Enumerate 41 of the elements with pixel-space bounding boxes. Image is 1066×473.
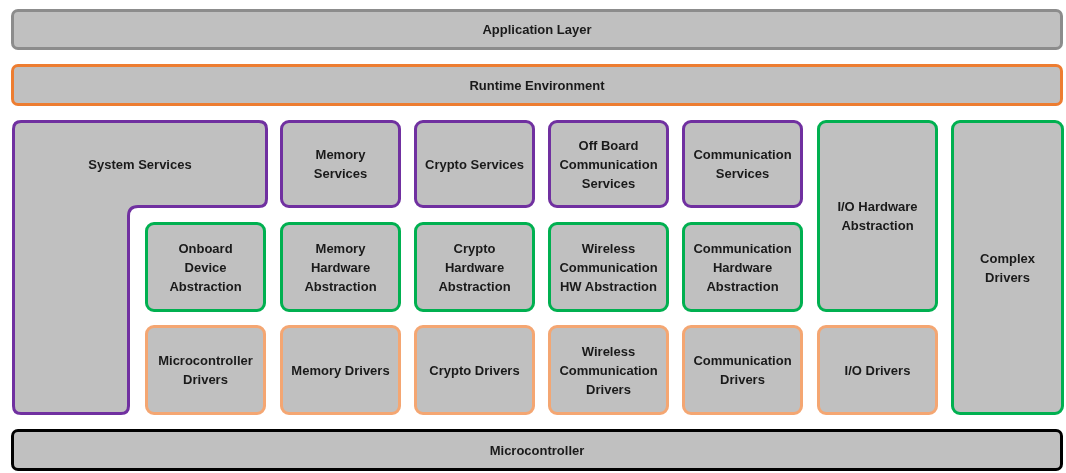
layer-box [682, 222, 803, 312]
layer-label: Crypto Services [425, 155, 524, 174]
layer-label: Wireless Communication HW Abstraction [559, 239, 658, 296]
layer-box [280, 222, 401, 312]
layer-box [280, 325, 401, 415]
layer-box [280, 120, 401, 208]
layer-label: Wireless Communication Drivers [559, 342, 658, 399]
layer-label: Microcontroller [489, 441, 585, 460]
layer-label: Off Board Communication Services [559, 136, 658, 193]
layer-box [145, 325, 266, 415]
layer-label: Crypto Drivers [429, 361, 520, 380]
layer-box [548, 222, 669, 312]
layer-label: Microcontroller Drivers [157, 352, 254, 389]
layer-label: Crypto Hardware Abstraction [437, 239, 512, 296]
layer-label: I/O Drivers [844, 361, 911, 380]
layer-label: Memory Hardware Abstraction [303, 239, 378, 296]
layer-label: System Services [88, 155, 192, 174]
layer-box [414, 120, 535, 208]
layer-box [817, 120, 938, 312]
layer-label: Onboard Device Abstraction [168, 239, 243, 296]
layer-bar [11, 64, 1063, 106]
layer-label: Communication Services [693, 146, 792, 183]
layer-label: Communication Drivers [693, 352, 792, 389]
layer-box [682, 120, 803, 208]
layer-box [414, 222, 535, 312]
layer-label: Runtime Environment [469, 76, 605, 95]
layer-box [414, 325, 535, 415]
layer-box [145, 222, 266, 312]
layer-label: Memory Services [312, 146, 369, 183]
layer-label: Memory Drivers [291, 361, 390, 380]
layer-box [548, 325, 669, 415]
layer-label: I/O Hardware Abstraction [836, 198, 919, 235]
layer-label: Communication Hardware Abstraction [693, 239, 792, 296]
layer-bar [11, 9, 1063, 50]
layer-box [548, 120, 669, 208]
layer-label: Application Layer [482, 21, 592, 39]
layer-box [951, 120, 1064, 415]
layer-label: Complex Drivers [979, 249, 1036, 287]
layer-box [817, 325, 938, 415]
layer-bar [11, 429, 1063, 471]
layer-box [682, 325, 803, 415]
